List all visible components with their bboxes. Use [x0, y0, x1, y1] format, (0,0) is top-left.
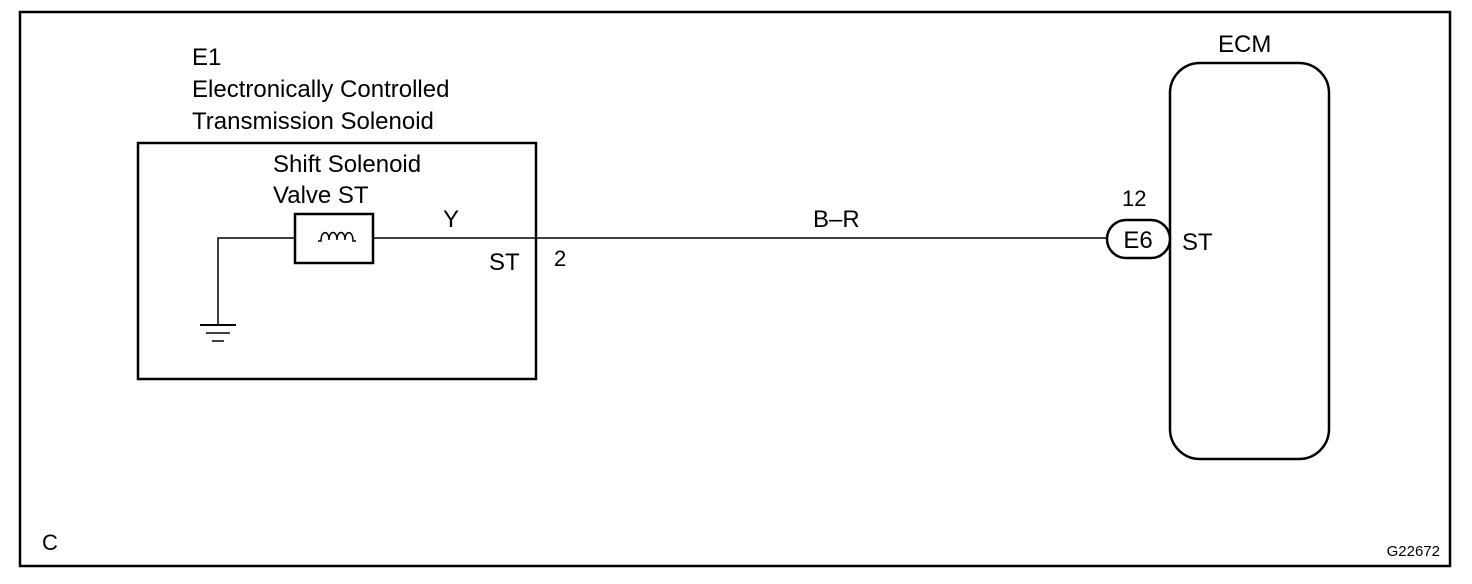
- e1-component-box: [136, 141, 538, 381]
- e1-code-label: E1: [192, 44, 221, 71]
- valve-label-line2: Valve ST: [273, 182, 369, 209]
- corner-label: C: [42, 530, 58, 555]
- valve-label-line1: Shift Solenoid: [273, 151, 421, 178]
- e1-name-line2: Transmission Solenoid: [192, 108, 434, 135]
- coil-wire-color-label: Y: [443, 206, 459, 233]
- ecm-box: [1168, 61, 1331, 461]
- e1-pin-number: 2: [554, 246, 566, 271]
- ecm-connector-oval: [1105, 218, 1172, 260]
- coil-icon: [293, 212, 375, 265]
- ecm-title: ECM: [1218, 31, 1271, 58]
- ecm-pin-number: 12: [1122, 186, 1146, 211]
- ecm-connector-code: E6: [1123, 227, 1152, 254]
- e1-name-line1: Electronically Controlled: [192, 76, 449, 103]
- ground-wire: [217, 237, 295, 325]
- diagram-frame: [18, 10, 1452, 568]
- figure-id: G22672: [1387, 543, 1440, 560]
- ground-icon: [200, 324, 236, 342]
- e1-terminal-name: ST: [489, 249, 520, 276]
- harness-wire-color-label: B–R: [813, 206, 860, 233]
- ecm-terminal-name: ST: [1182, 229, 1213, 256]
